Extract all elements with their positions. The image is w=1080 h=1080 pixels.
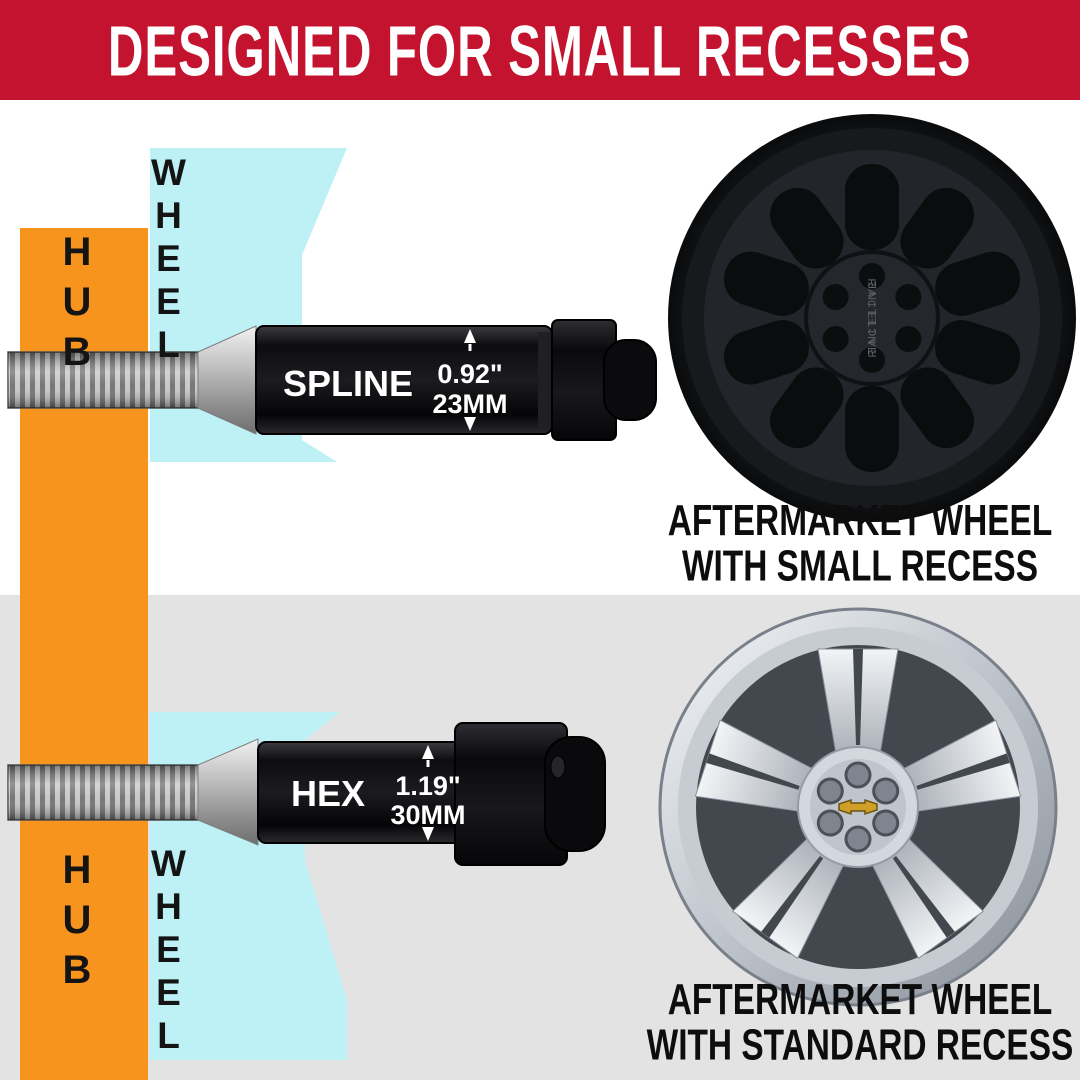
wheel-brand-text: RACELINE	[865, 278, 877, 357]
lug-nut-seat-cone	[197, 325, 257, 435]
wheel-brand-text: RACELINE	[867, 278, 879, 357]
wheel-label: WHEEL	[148, 152, 189, 367]
top-diagram: SPLINE 0.92" 23MM	[7, 114, 1076, 595]
measure-inches: 0.92"	[437, 359, 502, 389]
hub-label: HUB	[55, 230, 99, 380]
socket-tool	[454, 722, 606, 866]
bottom-section: HEX 1.19" 30MM	[0, 595, 1080, 1080]
measure-mm: 23MM	[432, 389, 507, 419]
chevrolet-bowtie-icon	[838, 798, 878, 816]
wheel-stud	[7, 351, 233, 409]
hub-cross-section	[20, 228, 148, 595]
hub-label: HUB	[55, 848, 99, 998]
top-section: SPLINE 0.92" 23MM	[0, 100, 1080, 595]
measure-inches: 1.19"	[395, 771, 460, 801]
top-caption: AFTERMARKET WHEEL WITH SMALL RECESS	[649, 498, 1071, 590]
bottom-diagram: HEX 1.19" 30MM	[7, 595, 1058, 1080]
top-caption-line1: AFTERMARKET WHEEL	[667, 497, 1053, 546]
header-banner: DESIGNED FOR SMALL RECESSES	[0, 0, 1080, 100]
wheel-stud	[7, 764, 233, 821]
top-caption-line2: WITH SMALL RECESS	[681, 543, 1039, 592]
standard-recess-wheel-image	[658, 607, 1058, 1007]
small-recess-wheel-image: RACELINE RACELINE	[668, 114, 1076, 522]
bottom-caption-line1: AFTERMARKET WHEEL	[667, 976, 1053, 1025]
bottom-caption-line2: WITH STANDARD RECESS	[646, 1022, 1074, 1071]
wheel-label: WHEEL	[148, 843, 189, 1058]
measure-mm: 30MM	[390, 800, 465, 830]
bottom-caption: AFTERMARKET WHEEL WITH STANDARD RECESS	[640, 977, 1080, 1069]
socket-tool	[551, 319, 657, 441]
page-title: DESIGNED FOR SMALL RECESSES	[108, 9, 972, 91]
recess-depth-measurement: 0.92" 23MM	[432, 329, 508, 431]
hub-cross-section	[20, 595, 148, 1080]
lug-nut-seat-cone	[197, 738, 259, 846]
nut-type-label: SPLINE	[283, 363, 413, 404]
nut-type-label: HEX	[291, 773, 365, 814]
recess-depth-measurement: 1.19" 30MM	[390, 745, 466, 841]
